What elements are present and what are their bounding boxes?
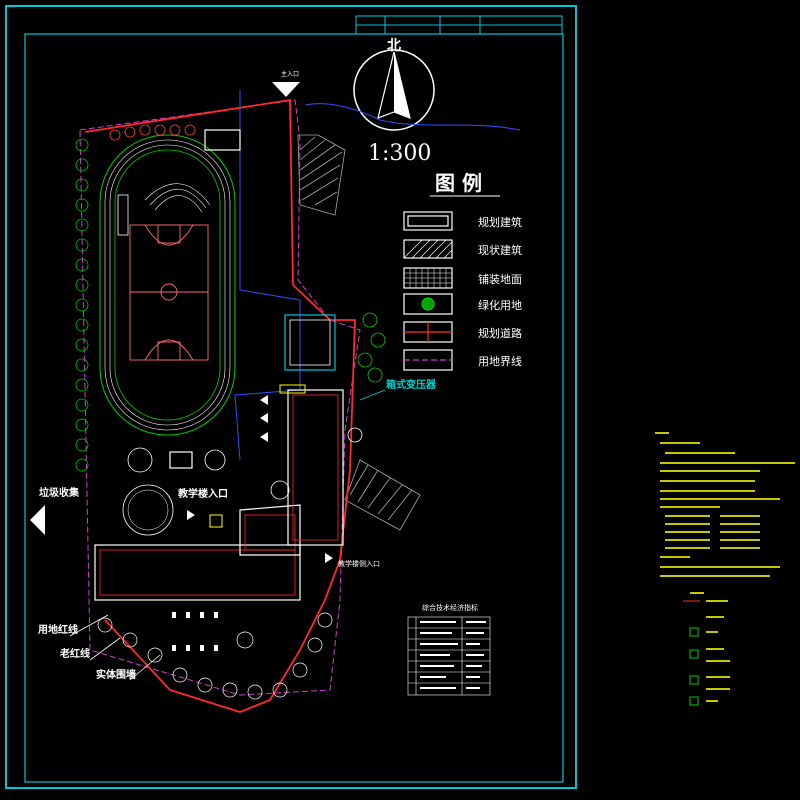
teaching-building bbox=[94, 544, 301, 601]
label-teaching-side-entry: 教学楼侧入口 bbox=[338, 559, 380, 568]
legend-label-planned: 规划建筑 bbox=[478, 215, 522, 229]
main-entry-marker bbox=[272, 82, 300, 97]
circular-plaza bbox=[122, 484, 174, 536]
legend-title: 图 例 bbox=[435, 171, 482, 195]
blue-road bbox=[234, 90, 301, 461]
blue-road-right bbox=[304, 103, 521, 131]
tech-table-title: 综合技术经济指标 bbox=[422, 603, 478, 612]
old-red-line-leader bbox=[89, 637, 121, 661]
label-teaching-entry: 教学楼入口 bbox=[177, 487, 228, 500]
label-main-entry: 主入口 bbox=[281, 70, 299, 78]
buildings bbox=[94, 129, 344, 601]
flag-plaza bbox=[204, 129, 241, 151]
east-building bbox=[287, 389, 344, 546]
jump-pit bbox=[117, 194, 129, 236]
stands-arc bbox=[144, 183, 211, 213]
north-building bbox=[284, 314, 336, 371]
design-notes bbox=[655, 432, 795, 594]
trees-left bbox=[75, 138, 226, 473]
north-label: 北 bbox=[387, 38, 401, 54]
land-boundary-line bbox=[79, 99, 361, 696]
legend-swatches bbox=[403, 211, 453, 371]
red-line-leader bbox=[69, 614, 109, 637]
note-symbol-labels bbox=[706, 600, 730, 702]
note-symbols bbox=[683, 600, 700, 706]
label-land-red-line: 用地红线 bbox=[37, 623, 78, 636]
tech-table-marks bbox=[420, 621, 486, 689]
drawing-frame-outer bbox=[5, 5, 577, 789]
basketball-court bbox=[129, 224, 209, 361]
label-old-red-line: 老红线 bbox=[59, 647, 90, 660]
yellow-markers bbox=[209, 384, 306, 528]
red-line bbox=[84, 98, 356, 713]
legend-label-road: 规划道路 bbox=[478, 326, 522, 340]
transformer-leader bbox=[359, 389, 386, 401]
label-wall: 实体围墙 bbox=[96, 668, 136, 681]
existing-building-top bbox=[297, 134, 346, 216]
existing-building-right bbox=[344, 459, 421, 531]
circular-plaza-inner bbox=[127, 489, 169, 531]
title-block bbox=[355, 15, 563, 35]
gate-house bbox=[169, 451, 193, 469]
legend-label-paved: 铺装地面 bbox=[478, 273, 522, 286]
north-arrow bbox=[353, 49, 435, 131]
legend-label-green: 绿化用地 bbox=[478, 298, 522, 312]
entry-markers-side bbox=[187, 395, 333, 563]
west-entry-marker bbox=[30, 505, 45, 535]
legend-label-boundary: 用地界线 bbox=[478, 354, 522, 368]
tech-table bbox=[407, 616, 491, 696]
trees-right bbox=[270, 312, 386, 500]
trees-bottom bbox=[97, 612, 333, 700]
legend-label-existing: 现状建筑 bbox=[478, 243, 522, 257]
label-transformer: 箱式变压器 bbox=[386, 378, 437, 391]
trees-top bbox=[109, 124, 196, 141]
drawing-frame-inner bbox=[24, 33, 564, 783]
parking-symbols bbox=[172, 612, 218, 651]
middle-building bbox=[239, 504, 301, 556]
label-garbage: 垃圾收集 bbox=[39, 486, 80, 499]
scale-label: 1:300 bbox=[368, 141, 431, 166]
running-track bbox=[99, 134, 236, 436]
wall-leader bbox=[129, 654, 161, 681]
